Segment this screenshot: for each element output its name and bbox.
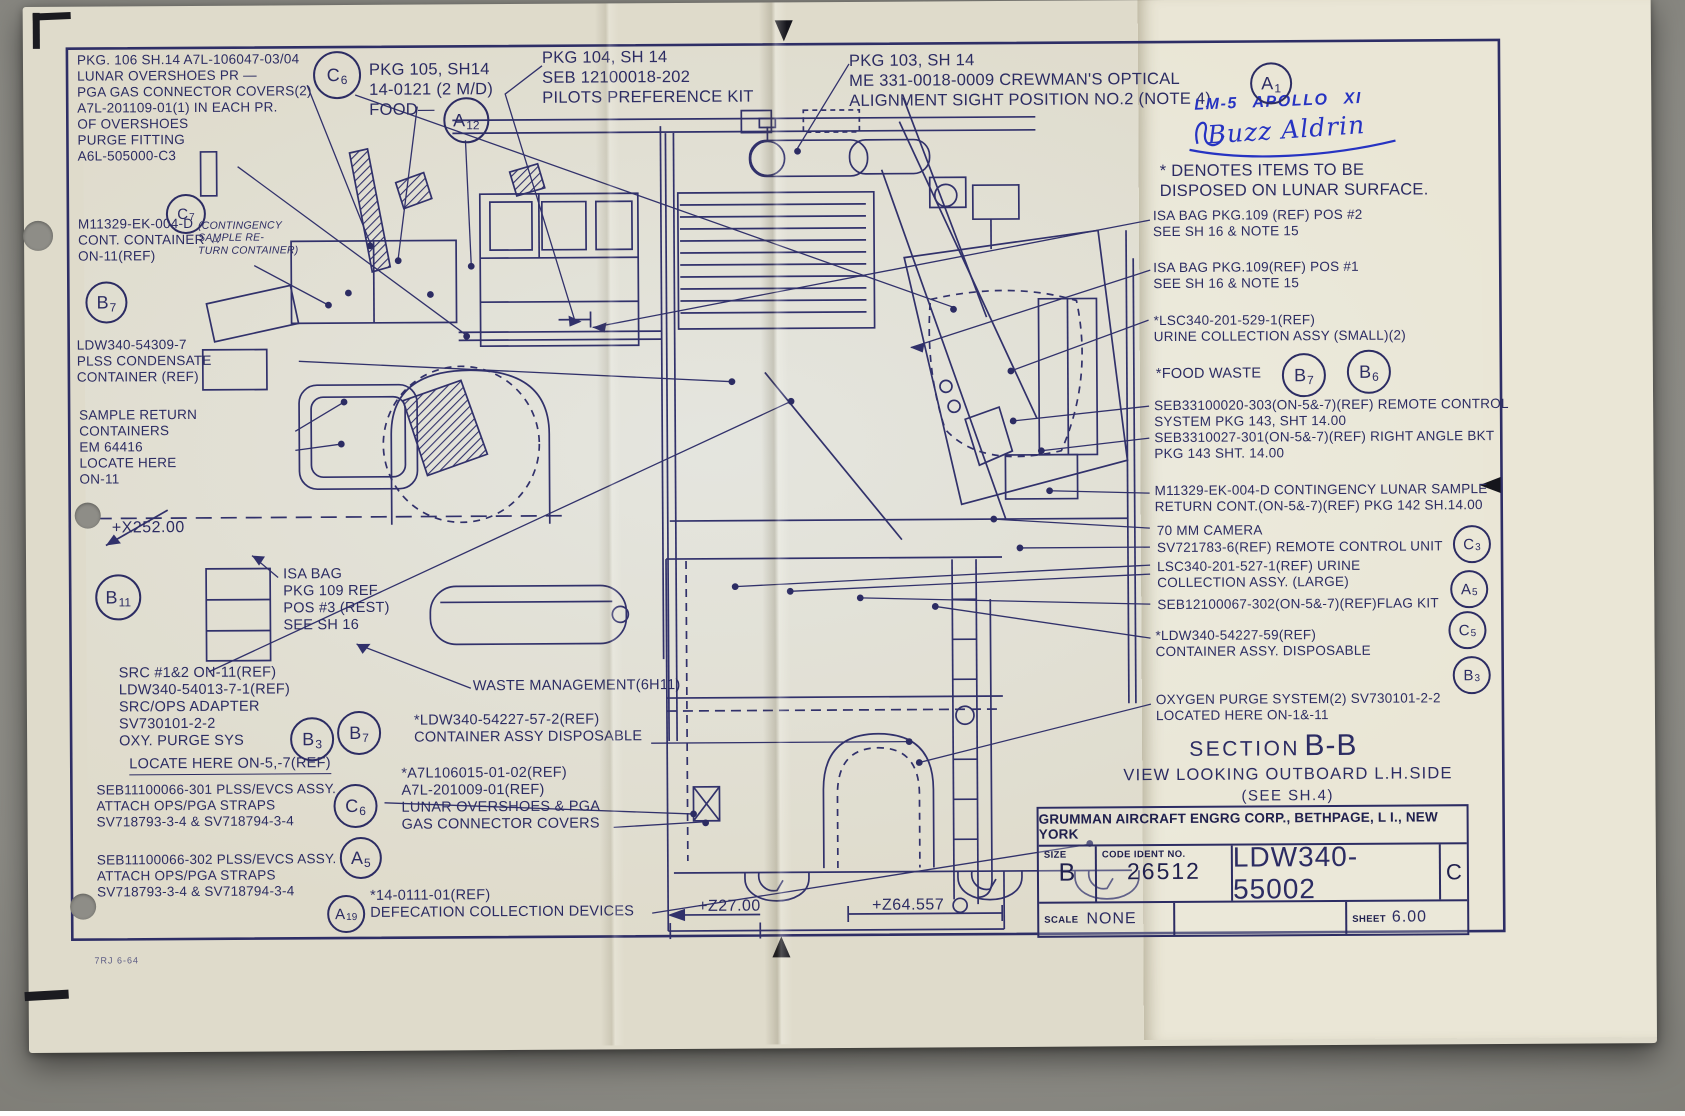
note-isa-bag-pos3: ISA BAG PKG 109 REF POS #3 (REST) SEE SH… xyxy=(283,566,390,635)
note-defecation: *14-0111-01(REF) DEFECATION COLLECTION D… xyxy=(370,886,634,922)
section-word: SECTION xyxy=(1189,737,1300,761)
note-oxygen-purge: OXYGEN PURGE SYSTEM(2) SV730101-2-2 LOCA… xyxy=(1156,690,1441,724)
note-urine-large: LSC340-201-527-1(REF) URINE COLLECTION A… xyxy=(1157,558,1361,591)
dimension-z64: +Z64.557 xyxy=(872,896,944,915)
size-value: B xyxy=(1039,858,1095,887)
note-remote-control: SEB33100020-303(ON-5&-7)(REF) REMOTE CON… xyxy=(1154,396,1509,462)
section-name: B-B xyxy=(1304,729,1357,762)
note-urine-small: *LSC340-201-529-1(REF) URINE COLLECTION … xyxy=(1154,312,1407,345)
punch-hole-bottom xyxy=(70,894,96,920)
note-flag-kit: SEB12100067-302(ON-5&-7)(REF)FLAG KIT xyxy=(1157,595,1439,613)
note-plss-condensate: LDW340-54309-7 PLSS CONDENSATE CONTAINER… xyxy=(77,337,212,386)
note-remote-unit: SV721783-6(REF) REMOTE CONTROL UNIT xyxy=(1157,538,1443,556)
sheet-cell: SHEET 6.00 xyxy=(1347,901,1467,934)
note-seb302: SEB11100066-302 PLSS/EVCS ASSY. ATTACH O… xyxy=(97,851,337,900)
title-block-spacer xyxy=(1175,902,1347,935)
note-pkg104: PKG 104, SH 14 SEB 12100018-202 PILOTS P… xyxy=(542,48,754,109)
note-container-57: *LDW340-54227-57-2(REF) CONTAINER ASSY D… xyxy=(414,711,642,747)
note-contingency-sample: (CONTINGENCY SAMPLE RE- TURN CONTAINER) xyxy=(198,219,299,257)
corner-mark-top-left-v xyxy=(33,13,40,49)
note-seb301: SEB11100066-301 PLSS/EVCS ASSY. ATTACH O… xyxy=(96,781,336,830)
note-isa-bag-pos2: ISA BAG PKG.109 (REF) POS #2 SEE SH 16 &… xyxy=(1153,207,1363,240)
size-cell: SIZE B xyxy=(1039,846,1097,901)
code-ident-value: 26512 xyxy=(1097,858,1231,886)
note-container-59: *LDW340-54227-59(REF) CONTAINER ASSY. DI… xyxy=(1155,627,1371,660)
note-sample-return: SAMPLE RETURN CONTAINERS EM 64416 LOCATE… xyxy=(79,407,198,487)
fold-mark-arrow-top xyxy=(775,20,793,41)
dimension-x252: +X252.00 xyxy=(112,519,185,538)
section-view-line1: VIEW LOOKING OUTBOARD L.H.SIDE xyxy=(1123,764,1453,785)
sheet-label: SHEET xyxy=(1347,911,1386,925)
scale-label: SCALE xyxy=(1039,914,1078,925)
section-title: SECTION B-B xyxy=(1189,729,1358,764)
note-70mm-camera: 70 MM CAMERA xyxy=(1157,522,1263,539)
scale-value: NONE xyxy=(1086,910,1136,928)
fold-mark-arrow-bottom xyxy=(772,936,790,957)
note-isa-bag-pos1: ISA BAG PKG.109(REF) POS #1 SEE SH 16 & … xyxy=(1153,259,1359,292)
punch-hole-middle xyxy=(75,503,101,529)
note-denotes: * DENOTES ITEMS TO BE DISPOSED ON LUNAR … xyxy=(1160,160,1429,201)
sheet-value: 6.00 xyxy=(1392,908,1427,926)
code-ident-cell: CODE IDENT NO. 26512 xyxy=(1097,846,1233,902)
note-contingency-right: M11329-EK-004-D CONTINGENCY LUNAR SAMPLE… xyxy=(1155,481,1488,515)
drawing-stamp: 7RJ 6-64 xyxy=(94,955,139,966)
revision-letter: C xyxy=(1441,844,1467,899)
note-overshoes-ref: *A7L106015-01-02(REF) A7L-201009-01(REF)… xyxy=(401,764,600,834)
punch-hole-top xyxy=(23,221,53,251)
section-view-line2: (SEE SH.4) xyxy=(1241,787,1334,805)
note-food-waste: *FOOD WASTE xyxy=(1156,365,1261,383)
note-pkg103: PKG 103, SH 14 ME 331-0018-0009 CREWMAN'… xyxy=(849,50,1211,112)
dimension-z27: +Z27.00 xyxy=(698,898,761,917)
title-block: GRUMMAN AIRCRAFT ENGRG CORP., BETHPAGE, … xyxy=(1037,804,1470,938)
note-waste-management: WASTE MANAGEMENT(6H11) xyxy=(473,677,681,695)
note-src-block: SRC #1&2 ON-11(REF) LDW340-54013-7-1(REF… xyxy=(119,664,291,751)
note-pkg106: PKG. 106 SH.14 A7L-106047-03/04 LUNAR OV… xyxy=(77,51,312,164)
drawing-number: LDW340-55002 xyxy=(1233,844,1441,900)
scale-cell: SCALE NONE xyxy=(1039,903,1175,936)
